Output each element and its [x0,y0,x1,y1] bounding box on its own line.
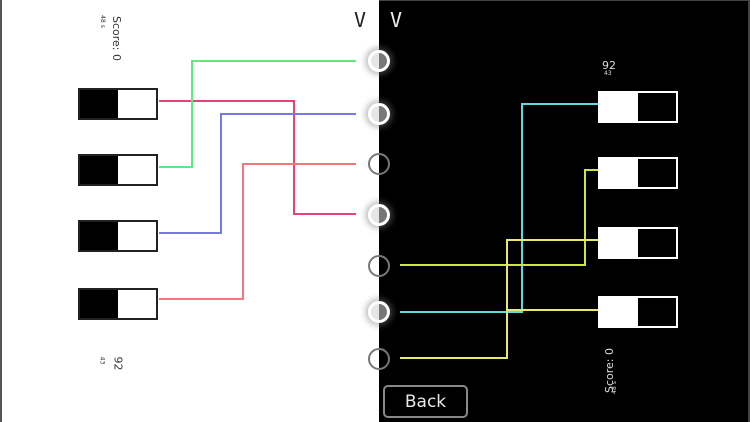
right-switch-3[interactable] [598,227,678,259]
switch-knob [80,290,118,318]
right-switch-2[interactable] [598,157,678,189]
port-6 [368,301,390,323]
wire-left-2 [159,60,356,168]
port-7 [368,348,390,370]
left-indicator: V [354,8,367,32]
wire-right-3 [400,239,598,359]
right-indicator: V [390,8,403,32]
switch-knob [600,93,638,121]
port-2 [368,103,390,125]
port-4 [368,204,390,226]
left-switch-4[interactable] [78,288,158,320]
wire-left-1 [159,100,356,215]
port-3 [368,153,390,175]
port-5 [368,255,390,277]
left-value-sub: 43 [98,356,106,365]
back-button[interactable]: Back [383,385,468,418]
right-value-main: 92 [602,59,616,72]
left-timer: 48 s [98,15,106,28]
switch-knob [600,159,638,187]
wire-right-1 [400,103,598,313]
right-player-area [379,0,750,422]
left-switch-2[interactable] [78,154,158,186]
wire-left-4 [159,163,356,300]
right-switch-1[interactable] [598,91,678,123]
switch-knob [80,222,118,250]
switch-knob [600,229,638,257]
right-timer: 48 s [610,381,618,394]
switch-knob [80,90,118,118]
switch-knob [80,156,118,184]
right-value-sub: 43 [604,70,612,77]
left-score: Score: 0 [110,15,124,62]
right-switch-4[interactable] [598,296,678,328]
left-switch-1[interactable] [78,88,158,120]
switch-knob [600,298,638,326]
left-value-main: 92 [111,356,125,371]
left-switch-3[interactable] [78,220,158,252]
wire-left-3 [159,113,356,234]
port-1 [368,50,390,72]
left-player-area [0,0,2,422]
wire-right-2 [400,169,598,266]
